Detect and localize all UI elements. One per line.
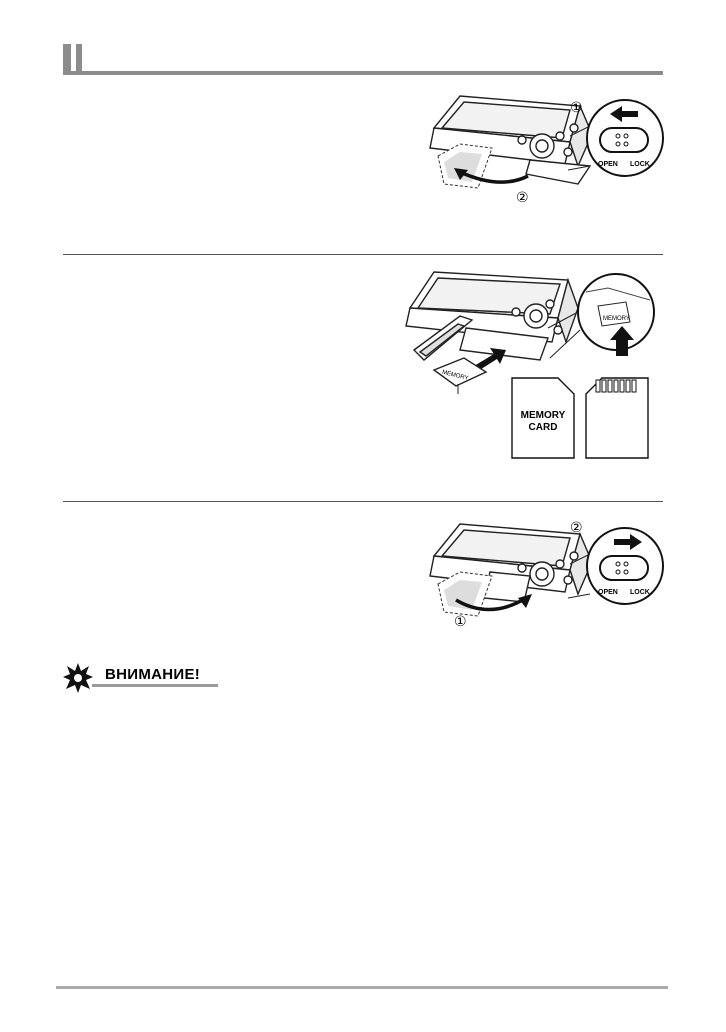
step-marker-1: ① <box>570 99 583 115</box>
warning-label: ВНИМАНИЕ! <box>105 666 201 683</box>
sd-card-front: MEMORY CARD <box>511 377 575 459</box>
insert-arrow <box>474 348 506 371</box>
arrow-head <box>518 594 532 608</box>
camera-illustration <box>429 95 593 185</box>
rotation-arrow <box>459 170 529 184</box>
svg-text:MEMORY: MEMORY <box>521 410 566 421</box>
svg-text:MEMORY: MEMORY <box>603 316 630 322</box>
section-separator <box>63 501 663 502</box>
switch-callout: OPEN LOCK <box>567 99 664 177</box>
figure-open-cover: OPEN LOCK ① ② <box>429 95 664 205</box>
header-rule <box>63 71 663 75</box>
header-bar <box>63 44 71 74</box>
switch-open-label: OPEN <box>598 589 618 596</box>
warning-underline <box>92 684 218 687</box>
push-up-arrow <box>610 326 634 356</box>
arrow-head <box>454 168 468 180</box>
switch-lock-label: LOCK <box>630 161 650 168</box>
slide-right-arrow <box>614 534 642 550</box>
rotation-arrow <box>455 596 527 612</box>
svg-text:CARD: CARD <box>529 422 558 433</box>
camera-illustration <box>429 523 593 603</box>
figure-close-cover: OPEN LOCK ② ① <box>429 519 664 629</box>
figure-insert-card: MEMORY MEMORY MEMORY CARD <box>405 271 655 459</box>
switch-open-label: OPEN <box>598 161 618 168</box>
card-slot-callout: MEMORY <box>547 273 655 359</box>
warning-burst-icon <box>63 663 93 693</box>
battery-cover-closing <box>437 571 493 617</box>
switch-lock-label: LOCK <box>630 589 650 596</box>
switch-callout: OPEN LOCK <box>567 527 664 605</box>
camera-illustration <box>405 271 579 361</box>
slide-left-arrow <box>610 106 638 122</box>
step-marker-2: ② <box>570 519 583 535</box>
header-bar <box>76 44 82 74</box>
section-separator <box>63 254 663 255</box>
step-marker-1: ① <box>454 613 467 629</box>
step-marker-2: ② <box>516 189 529 205</box>
memory-card-loose: MEMORY <box>432 357 488 394</box>
footer-rule <box>56 986 668 989</box>
sd-card-back <box>585 377 649 459</box>
